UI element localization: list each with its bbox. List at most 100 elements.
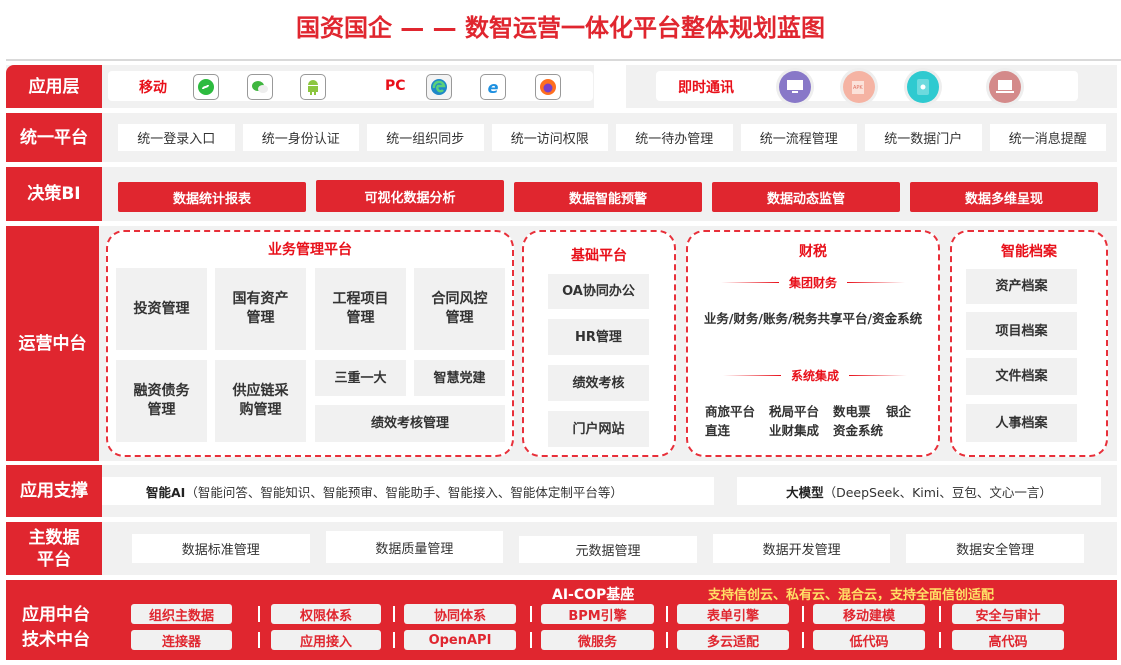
ie-icon[interactable]: e bbox=[480, 74, 506, 100]
chip-security-audit[interactable]: 安全与审计 bbox=[952, 604, 1064, 624]
separator bbox=[258, 606, 260, 622]
windows-desktop-icon[interactable] bbox=[779, 71, 811, 103]
integration-business-finance: 业财集成 bbox=[769, 423, 820, 438]
md-quality[interactable]: 数据质量管理 bbox=[325, 531, 504, 563]
separator bbox=[802, 606, 804, 622]
finance-group-header: 集团财务 bbox=[686, 274, 940, 291]
unified-item-todo[interactable]: 统一待办管理 bbox=[616, 124, 733, 151]
ops-label: 运营中台 bbox=[6, 226, 99, 461]
md-development[interactable]: 数据开发管理 bbox=[712, 534, 891, 563]
integration-travel: 商旅平台 bbox=[705, 404, 756, 419]
ai-support-desc: （智能问答、智能知识、智能预审、智能助手、智能接入、智能体定制平台等） bbox=[185, 484, 623, 500]
archive-personnel[interactable]: 人事档案 bbox=[966, 404, 1077, 442]
unified-label: 统一平台 bbox=[6, 113, 102, 162]
archive-assets[interactable]: 资产档案 bbox=[966, 269, 1077, 304]
finance-title: 财税 bbox=[799, 244, 827, 260]
finance-group-title: 集团财务 bbox=[788, 276, 837, 290]
apk-linux-icon[interactable]: APK bbox=[843, 71, 875, 103]
unified-item-portal[interactable]: 统一数据门户 bbox=[865, 124, 982, 151]
chip-connector[interactable]: 连接器 bbox=[131, 630, 232, 650]
bi-item-report[interactable]: 数据统计报表 bbox=[118, 182, 306, 212]
md-security[interactable]: 数据安全管理 bbox=[906, 534, 1084, 563]
unified-item-login[interactable]: 统一登录入口 bbox=[118, 124, 235, 151]
biz-financing[interactable]: 融资债务 管理 bbox=[116, 360, 207, 442]
unified-item-auth[interactable]: 统一身份认证 bbox=[242, 124, 359, 151]
llm-support-title: 大模型 bbox=[786, 484, 824, 500]
middle-label-line2: 技术中台 bbox=[22, 630, 90, 650]
biz-investment[interactable]: 投资管理 bbox=[116, 268, 207, 350]
finance-panel bbox=[686, 230, 940, 457]
masterdata-label-line1: 主数据 bbox=[28, 527, 80, 548]
md-standard[interactable]: 数据标准管理 bbox=[132, 534, 310, 563]
base-oa[interactable]: OA协同办公 bbox=[548, 274, 649, 309]
chip-high-code[interactable]: 高代码 bbox=[952, 630, 1064, 650]
integration-direct: 直连 bbox=[705, 423, 731, 438]
chip-openapi[interactable]: OpenAPI bbox=[404, 630, 516, 650]
middle-label-line1: 应用中台 bbox=[22, 605, 90, 625]
biz-three-one[interactable]: 三重一大 bbox=[315, 360, 406, 396]
bi-item-multidim[interactable]: 数据多维呈现 bbox=[910, 182, 1098, 212]
ai-support-title: 智能AI bbox=[146, 484, 186, 500]
mini-program-icon[interactable] bbox=[193, 74, 219, 100]
base-portal[interactable]: 门户网站 bbox=[548, 411, 649, 447]
wechat-icon[interactable] bbox=[247, 74, 273, 100]
unified-item-workflow[interactable]: 统一流程管理 bbox=[740, 124, 857, 151]
ios-tablet-icon[interactable] bbox=[907, 71, 939, 103]
android-icon[interactable] bbox=[300, 74, 326, 100]
biz-performance[interactable]: 绩效考核管理 bbox=[315, 405, 505, 442]
mac-laptop-icon[interactable] bbox=[989, 71, 1021, 103]
chip-bpm[interactable]: BPM引擎 bbox=[541, 604, 654, 624]
chip-collaboration[interactable]: 协同体系 bbox=[404, 604, 516, 624]
base-performance[interactable]: 绩效考核 bbox=[548, 365, 649, 401]
edge-icon[interactable] bbox=[426, 74, 452, 100]
integration-tax-bureau: 税局平台 bbox=[769, 404, 820, 419]
chip-mobile-modeling[interactable]: 移动建模 bbox=[813, 604, 925, 624]
archive-projects[interactable]: 项目档案 bbox=[966, 312, 1077, 350]
md-metadata[interactable]: 元数据管理 bbox=[519, 536, 697, 563]
separator bbox=[666, 606, 668, 622]
bi-item-monitor[interactable]: 数据动态监管 bbox=[712, 182, 900, 212]
separator bbox=[666, 632, 668, 648]
finance-integration-title: 系统集成 bbox=[790, 369, 839, 383]
archive-files[interactable]: 文件档案 bbox=[966, 358, 1077, 395]
divider bbox=[6, 59, 1121, 61]
unified-item-message[interactable]: 统一消息提醒 bbox=[989, 124, 1106, 151]
bi-item-alert[interactable]: 数据智能预警 bbox=[514, 182, 702, 212]
biz-engineering[interactable]: 工程项目 管理 bbox=[315, 268, 406, 350]
biz-party-building[interactable]: 智慧党建 bbox=[414, 360, 505, 396]
bi-label: 决策BI bbox=[6, 167, 102, 221]
llm-support-box[interactable]: 大模型 （DeepSeek、Kimi、豆包、文心一言） bbox=[737, 477, 1101, 505]
svg-text:APK: APK bbox=[853, 85, 863, 91]
llm-support-desc: （DeepSeek、Kimi、豆包、文心一言） bbox=[823, 484, 1052, 500]
chip-permission[interactable]: 权限体系 bbox=[271, 604, 381, 624]
im-label: 即时通讯 bbox=[678, 80, 734, 96]
separator bbox=[393, 632, 395, 648]
biz-supply-chain[interactable]: 供应链采 购管理 bbox=[215, 360, 306, 442]
chip-multicloud[interactable]: 多云适配 bbox=[677, 630, 789, 650]
biz-state-assets[interactable]: 国有资产 管理 bbox=[215, 268, 306, 350]
archive-title: 智能档案 bbox=[1001, 244, 1057, 260]
biz-contract-risk[interactable]: 合同风控 管理 bbox=[414, 268, 505, 350]
chip-microservice[interactable]: 微服务 bbox=[541, 630, 654, 650]
base-hr[interactable]: HR管理 bbox=[548, 319, 649, 355]
separator bbox=[530, 606, 532, 622]
bi-item-visual[interactable]: 可视化数据分析 bbox=[316, 180, 504, 212]
integration-e-invoice: 数电票 bbox=[833, 404, 871, 419]
mobile-label: 移动 bbox=[139, 80, 167, 96]
separator bbox=[530, 632, 532, 648]
chip-form-engine[interactable]: 表单引擎 bbox=[677, 604, 789, 624]
chip-org-masterdata[interactable]: 组织主数据 bbox=[131, 604, 232, 624]
separator bbox=[939, 606, 941, 622]
page-title: 国资国企 — — 数智运营一体化平台整体规划蓝图 bbox=[295, 14, 826, 42]
unified-item-access[interactable]: 统一访问权限 bbox=[491, 124, 608, 151]
unified-item-org-sync[interactable]: 统一组织同步 bbox=[367, 124, 484, 151]
support-label: 应用支撑 bbox=[6, 465, 102, 517]
ai-support-box[interactable]: 智能AI （智能问答、智能知识、智能预审、智能助手、智能接入、智能体定制平台等） bbox=[102, 477, 714, 505]
chip-app-access[interactable]: 应用接入 bbox=[271, 630, 381, 650]
finance-group-text: 业务/财务/账务/税务共享平台/资金系统 bbox=[703, 311, 923, 326]
xinchuang-support-text: 支持信创云、私有云、混合云，支持全面信创适配 bbox=[708, 588, 995, 603]
chip-low-code[interactable]: 低代码 bbox=[813, 630, 925, 650]
client-panel bbox=[108, 71, 593, 101]
firefox-icon[interactable] bbox=[535, 74, 561, 100]
integration-fund: 资金系统 bbox=[833, 423, 884, 438]
